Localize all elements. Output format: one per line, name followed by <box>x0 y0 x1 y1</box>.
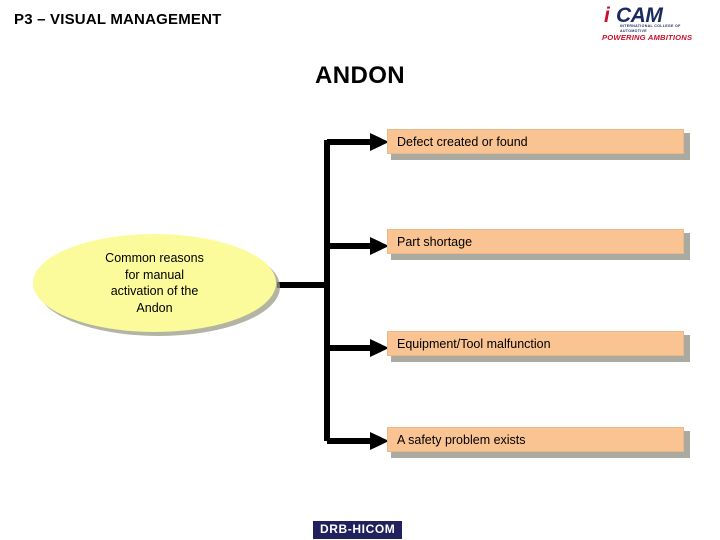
reason-box: Defect created or found <box>387 129 690 160</box>
slide-heading: ANDON <box>315 62 405 89</box>
ellipse-label-line-3: activation of the <box>110 284 199 298</box>
reason-box: A safety problem exists <box>387 427 690 458</box>
ellipse-label-line-1: Common reasons <box>105 251 204 265</box>
ellipse-label: Common reasons for manual activation of … <box>33 234 276 332</box>
ellipse-label-line-4: Andon <box>136 300 173 315</box>
reason-box-label: Equipment/Tool malfunction <box>397 336 551 351</box>
reason-box-body <box>387 229 684 254</box>
reason-box: Equipment/Tool malfunction <box>387 331 690 362</box>
icam-letters-cam: CAM <box>616 4 663 27</box>
reason-box: Part shortage <box>387 229 690 260</box>
icam-letter-i: i <box>604 4 610 27</box>
ellipse-label-line-2: for manual <box>124 267 185 282</box>
icam-tagline: POWERING AMBITIONS <box>602 33 693 42</box>
drb-hicom-logo: DRB-HICOM <box>313 521 403 539</box>
icam-subtitle: INTERNATIONAL COLLEGE OF AUTOMOTIVE <box>620 24 681 33</box>
reason-box-label: Part shortage <box>397 234 473 249</box>
reason-box-label: Defect created or found <box>397 134 528 149</box>
ellipse-body <box>33 234 276 332</box>
page-title: P3 – VISUAL MANAGEMENT <box>14 11 222 28</box>
source-node-ellipse: Common reasons for manual activation of … <box>33 234 280 336</box>
reason-box-body <box>387 427 684 452</box>
reason-box-body <box>387 129 684 154</box>
icam-wordmark: i CAM <box>596 4 708 27</box>
reason-box-label: A safety problem exists <box>397 432 526 447</box>
reason-box-body <box>387 331 684 356</box>
icam-logo: i CAM INTERNATIONAL COLLEGE OF AUTOMOTIV… <box>596 4 708 44</box>
